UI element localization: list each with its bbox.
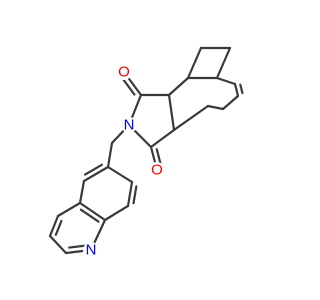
molecule-diagram: O O N N — [48, 46, 244, 259]
bond-C8-C5 — [186, 46, 203, 80]
bond-Q4a-Q8a — [78, 201, 107, 222]
atom-oxygen-bottom: O — [149, 162, 165, 179]
bond-Q7-Q6 — [106, 165, 134, 184]
bond-Q8-Q7 — [126, 180, 134, 208]
bond-Q6-Q5 — [82, 165, 110, 183]
atom-oxygen-top: O — [116, 64, 132, 81]
atom-quinoline-nitrogen: N — [83, 242, 99, 259]
atom-quinoline-nitrogen-label: N — [86, 242, 97, 259]
bond-Q5-Q4a — [78, 179, 86, 205]
bond-Q8-Q7-second — [132, 185, 138, 205]
bond-Q3-Q2 — [48, 234, 68, 255]
bond-Q4-Q3-second — [54, 219, 63, 236]
bond-Cbot-O2-second — [155, 148, 163, 167]
atom-oxygen-top-label: O — [118, 64, 130, 81]
bond-Q6-Q5-second — [83, 163, 103, 176]
bond-Ctop-O1-second — [121, 77, 136, 96]
bond-C9-C10 — [206, 104, 225, 111]
bond-Q4a-Q4 — [56, 201, 82, 218]
atom-labels: O O N N — [83, 64, 165, 259]
bond-Q4-Q3 — [48, 214, 60, 238]
bond-C11-C12 — [233, 82, 240, 98]
bond-Q8a-Q8 — [103, 204, 130, 222]
bond-C11-C12-second — [239, 83, 244, 95]
bond-lines — [48, 46, 244, 255]
bond-C6-C7 — [215, 46, 232, 80]
atom-oxygen-bottom-label: O — [151, 162, 163, 179]
bond-C3-C4 — [167, 93, 176, 132]
bond-C4-C9 — [172, 104, 210, 132]
bond-C3-C5 — [167, 76, 190, 97]
structure-drawing: O O N N — [48, 46, 244, 259]
bond-C12-C6 — [215, 76, 237, 86]
bond-CH2-Q6 — [106, 141, 114, 169]
bond-Q2-N2-second — [68, 244, 88, 249]
bond-Q4a-Q8a-second — [79, 208, 100, 223]
atom-imide-nitrogen-label: N — [124, 117, 135, 134]
bond-C10-C11 — [221, 94, 240, 111]
atom-imide-nitrogen: N — [121, 117, 137, 134]
bond-Cbot-C4 — [149, 128, 176, 149]
